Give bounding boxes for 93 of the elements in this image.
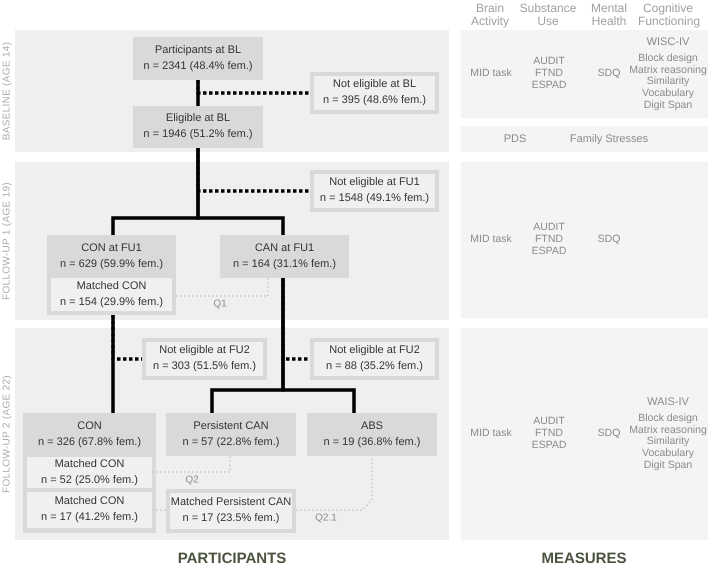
measure-name: SDQ — [598, 428, 620, 440]
matched-group-box — [27, 492, 152, 528]
group-name: Persistent CAN — [193, 418, 269, 434]
measure-name: ESPAD — [532, 80, 566, 92]
measure-name: Block design — [638, 52, 698, 65]
measure-name: MID task — [470, 68, 512, 80]
count-text: n = 88 (35.2% fem.) — [326, 359, 423, 374]
count-text: n = 154 (29.9% fem.) — [60, 294, 164, 310]
edge-label: Q2.1 — [314, 512, 338, 524]
group-name: CON — [77, 419, 102, 434]
comparison-line — [152, 456, 231, 473]
measure-name: Similarity — [646, 76, 690, 88]
group-name: Participants at BL — [154, 42, 242, 58]
count-text: n = 164 (31.1% fem.) — [232, 256, 336, 272]
measure-name: AUDIT — [533, 56, 565, 68]
measure-name: FTND — [535, 68, 563, 80]
measure-name: SDQ — [598, 68, 620, 80]
measure-name: Matrix reasoning — [629, 424, 707, 436]
count-text: n = 326 (67.8% fem.) — [38, 434, 142, 450]
flow-line — [281, 278, 356, 413]
measure-name: SDQ — [598, 234, 620, 246]
exclusion-box — [310, 72, 439, 114]
group-box — [133, 37, 263, 80]
flow-line — [196, 80, 200, 106]
measure-name: AUDIT — [533, 222, 565, 234]
edge-label: Q2 — [184, 474, 200, 486]
matched-group-box — [51, 278, 172, 311]
group-name: CAN at FU1 — [254, 240, 314, 256]
edge-label: Q1 — [212, 298, 228, 310]
count-text: n = 303 (51.5% fem.) — [152, 359, 256, 374]
measure-name: Vocabulary — [642, 448, 694, 460]
measure-name: FTND — [535, 428, 563, 440]
group-name: ABS — [360, 418, 383, 434]
count-text: n = 17 (41.2% fem.) — [41, 510, 138, 525]
count-text: n = 1946 (51.2% fem.) — [143, 127, 253, 142]
exclusion-box — [310, 170, 439, 212]
flow-line — [196, 148, 285, 235]
measure-name: PDS — [504, 132, 526, 146]
section-title: PARTICIPANTS — [178, 550, 286, 567]
group-name: Matched CON — [76, 278, 146, 294]
group-name: Not eligible at FU2 — [159, 343, 250, 358]
measure-name: FTND — [535, 234, 563, 246]
column-heading: Brain Activity — [470, 2, 510, 28]
count-text: n = 17 (23.5% fem.) — [182, 511, 280, 526]
group-box — [47, 235, 176, 315]
measure-name: ESPAD — [532, 246, 566, 258]
group-name: CON at FU1 — [81, 241, 142, 256]
measure-name: Digit Span — [644, 100, 692, 112]
section-title: MEASURES — [542, 550, 626, 567]
measure-name: Family Stresses — [570, 132, 648, 146]
group-name: Matched Persistent CAN — [170, 495, 292, 510]
column-heading: Mental Health — [590, 2, 628, 28]
column-heading: Substance Use — [518, 2, 578, 28]
measure-name: WAIS-IV — [647, 396, 689, 409]
group-name: Not eligible at FU2 — [329, 343, 420, 358]
count-text: n = 19 (36.8% fem.) — [324, 434, 420, 450]
stage-label: BASELINE (AGE 14) — [2, 42, 12, 140]
measure-name: MID task — [470, 234, 512, 246]
group-box — [133, 106, 263, 148]
count-text: n = 629 (59.9% fem.) — [60, 256, 164, 272]
count-text: n = 395 (48.6% fem.) — [322, 93, 426, 108]
measure-name: Similarity — [646, 436, 690, 448]
count-text: n = 1548 (49.1% fem.) — [320, 191, 430, 206]
exclusion-box — [142, 338, 267, 380]
group-box — [166, 413, 296, 456]
group-box — [23, 413, 156, 533]
count-text: n = 57 (22.8% fem.) — [182, 434, 280, 450]
group-name: Not eligible at FU1 — [329, 175, 420, 190]
group-box — [220, 235, 349, 278]
group-name: Eligible at BL — [166, 111, 230, 126]
group-box — [307, 413, 437, 456]
stage-label: FOLLOW-UP 1 (AGE 19) — [2, 182, 12, 300]
group-name: Matched CON — [54, 456, 124, 472]
measure-name: ESPAD — [532, 440, 566, 452]
measure-name: Digit Span — [644, 460, 692, 472]
column-heading: Cognitive Functioning — [638, 2, 698, 28]
comparison-line — [152, 509, 166, 511]
comparison-line — [296, 456, 373, 511]
stage-label: FOLLOW-UP 2 (AGE 22) — [2, 375, 12, 493]
measure-name: Block design — [638, 412, 698, 425]
flow-line — [111, 315, 115, 413]
measure-name: MID task — [470, 428, 512, 440]
exclusion-box — [166, 489, 296, 533]
comparison-line — [172, 278, 269, 297]
measure-name: AUDIT — [533, 416, 565, 428]
measure-name: Matrix reasoning — [629, 64, 707, 76]
measure-name: Vocabulary — [642, 88, 694, 100]
group-name: Not eligible at BL — [332, 77, 416, 92]
measure-name: WISC-IV — [646, 36, 690, 49]
count-text: n = 2341 (48.4% fem.) — [143, 58, 253, 74]
count-text: n = 52 (25.0% fem.) — [41, 472, 138, 488]
group-name: Matched CON — [54, 494, 124, 510]
matched-group-box — [27, 457, 152, 488]
